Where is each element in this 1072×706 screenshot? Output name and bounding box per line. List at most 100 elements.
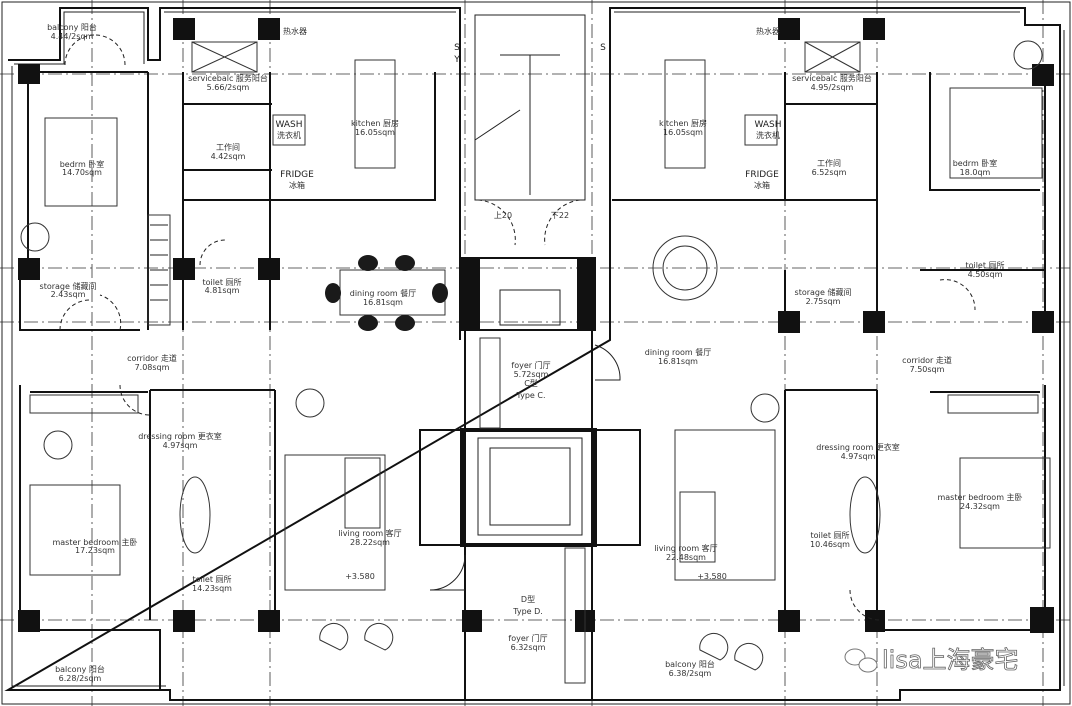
room-label-text: WASH	[754, 120, 781, 130]
staircase	[474, 14, 586, 246]
room-label-text: 4.81sqm	[205, 286, 240, 295]
room-label-text: 22.48sqm	[666, 553, 706, 562]
room-label-text: dressing room 更衣室	[816, 442, 900, 452]
room-label-text: 24.32sqm	[960, 502, 1000, 511]
floor-level-mark: +3.580	[345, 572, 375, 581]
room-label-text: C型	[524, 379, 538, 388]
room-label-text: 18.0qm	[960, 168, 991, 177]
room-balcony-top-left: balcony 阳台4.44/2sqm	[47, 22, 97, 41]
room-label-text: 16.05sqm	[355, 128, 395, 137]
room-label-text: 4.42sqm	[211, 152, 246, 161]
room-label-text: dining room 餐厅	[350, 289, 417, 298]
room-label-text: Type C.	[515, 391, 545, 400]
room-label-text: 6.38/2sqm	[669, 669, 712, 678]
room-label-text: 28.22sqm	[350, 538, 390, 547]
room-label-text: corridor 走道	[902, 355, 952, 365]
room-label-text: kitchen 厨房	[351, 118, 399, 128]
room-label-text: storage 储藏间	[795, 287, 852, 297]
room-label-text: balcony 阳台	[55, 664, 105, 674]
room-label-text: 16.81sqm	[658, 357, 698, 366]
room-label-text: 17.23sqm	[75, 546, 115, 555]
room-label-text: 16.81sqm	[363, 298, 403, 307]
wechat-icon	[844, 648, 878, 673]
stair-up-label: 上20	[494, 211, 512, 220]
room-label-text: foyer 门厅	[511, 360, 550, 370]
interior-walls	[27, 71, 1040, 620]
kitchen-island-right	[664, 59, 706, 169]
room-label-text: 冰箱	[754, 180, 770, 190]
room-label-text: 16.05sqm	[663, 128, 703, 137]
room-label-text: bedrm 卧室	[60, 159, 105, 169]
door-swings	[59, 34, 976, 621]
room-label-text: kitchen 厨房	[659, 118, 707, 128]
room-label-text: 14.70sqm	[62, 168, 102, 177]
shower-label: S	[454, 43, 460, 53]
room-label-text: master bedroom 主卧	[937, 492, 1022, 502]
room-label-text: 4.97sqm	[841, 452, 876, 461]
room-label-text: 5.66/2sqm	[207, 83, 250, 92]
room-corridor-left: corridor 走道7.08sqm	[127, 353, 177, 372]
room-label-text: balcony 阳台	[665, 659, 715, 669]
room-label-text: 工作间	[817, 158, 841, 168]
room-labels: balcony 阳台4.44/2sqm 热水器 servicebalc 服务阳台…	[40, 22, 1023, 683]
watermark-text: lisa上海豪宅	[882, 646, 1019, 674]
room-label-text: 14.23sqm	[192, 584, 232, 593]
room-label-text: toilet 厕所	[810, 530, 849, 540]
room-label-text: 2.43sqm	[51, 290, 86, 299]
room-label-text: master bedroom 主卧	[52, 537, 137, 547]
room-label-text: 6.28/2sqm	[59, 674, 102, 683]
room-balcony-bottom-left: balcony 阳台6.28/2sqm	[55, 664, 105, 683]
room-label-text: 10.46sqm	[810, 540, 850, 549]
room-label-text: 2.75sqm	[806, 297, 841, 306]
room-label-text: living room 客厅	[654, 543, 717, 553]
room-label-text: bedrm 卧室	[953, 158, 998, 168]
room-label-text: corridor 走道	[127, 353, 177, 363]
room-label-text: storage 储藏间	[40, 281, 97, 291]
room-label-text: toilet 厕所	[965, 260, 1004, 270]
room-label-text: FRIDGE	[280, 170, 314, 180]
room-balcony-bottom-right: balcony 阳台6.38/2sqm	[665, 659, 715, 678]
room-label-text: toilet 厕所	[202, 277, 241, 287]
room-corridor-right: corridor 走道7.50sqm	[902, 355, 952, 374]
room-label-text: servicebalc 服务阳台	[188, 73, 268, 83]
room-label-text: FRIDGE	[745, 170, 779, 180]
room-label-text: 7.08sqm	[135, 363, 170, 372]
room-label-text: 5.72sqm	[514, 370, 549, 379]
dining-chairs-left	[325, 255, 448, 331]
furniture	[20, 40, 1051, 684]
room-label-text: Type D.	[512, 607, 543, 616]
room-label-text: 冰箱	[289, 180, 305, 190]
room-label-text: D型	[521, 595, 535, 604]
shower-label: S	[600, 43, 606, 53]
stair-down-label: 下22	[551, 211, 569, 220]
room-label-text: 洗衣机	[277, 130, 301, 140]
kitchen-island-left	[354, 59, 396, 169]
water-heater-label: 热水器	[283, 26, 307, 36]
room-label-text: WASH	[275, 120, 302, 130]
floor-level-mark: +3.580	[697, 572, 727, 581]
structural-columns	[18, 18, 1054, 633]
room-label-text: 4.97sqm	[163, 441, 198, 450]
room-label-text: foyer 门厅	[508, 633, 547, 643]
